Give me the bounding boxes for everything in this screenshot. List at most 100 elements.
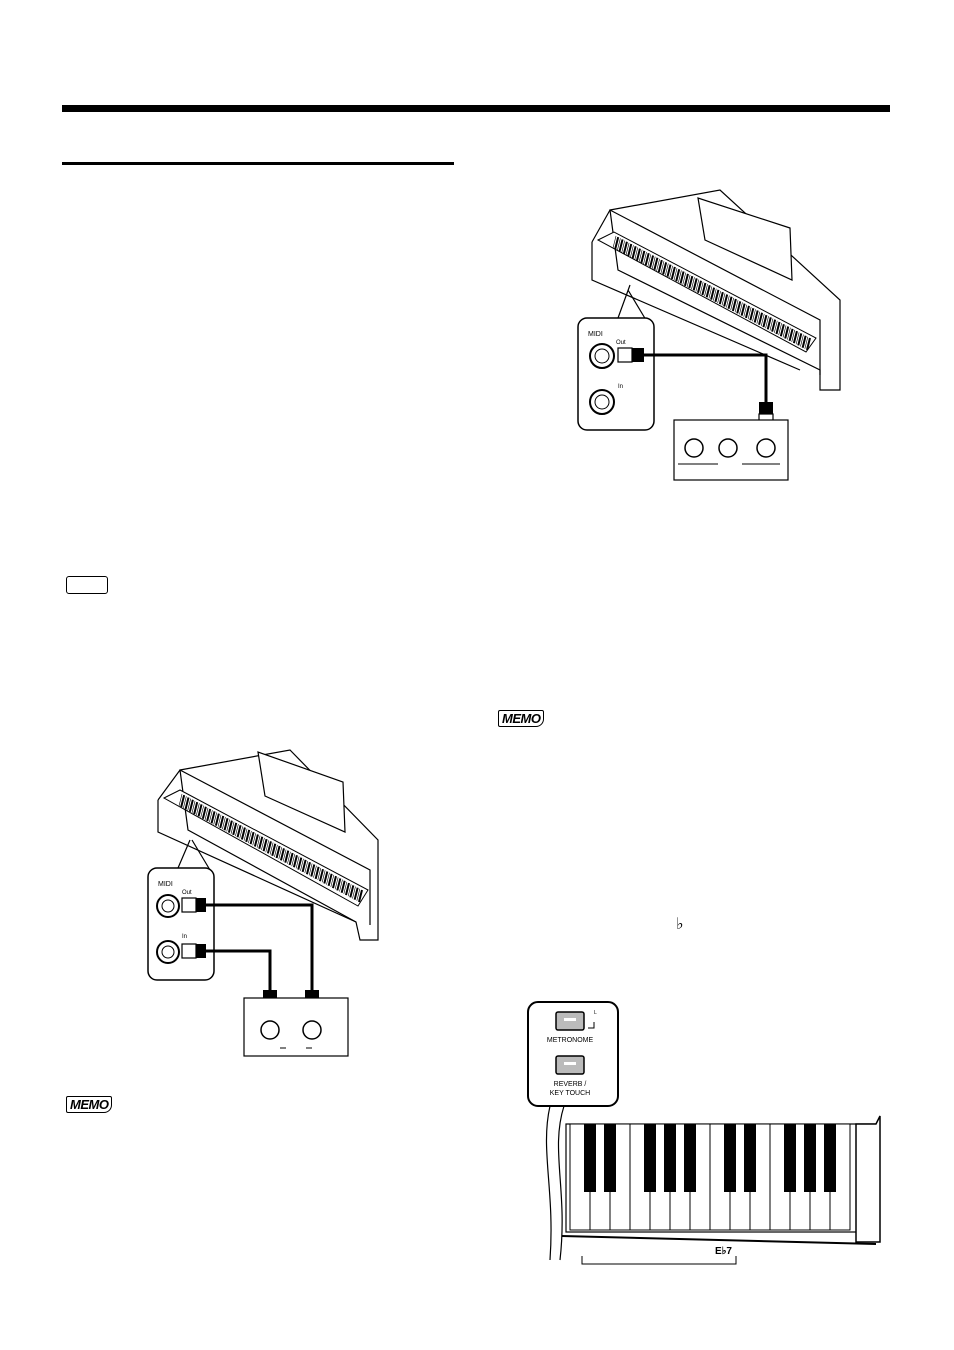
piano-key [800, 334, 804, 347]
piano-key [235, 823, 239, 837]
piano-key [701, 282, 707, 296]
piano-key [679, 271, 685, 284]
piano-key [321, 870, 326, 883]
piano-key [739, 302, 743, 315]
piano-key [204, 807, 209, 820]
piano-key [666, 264, 672, 277]
piano-key [630, 245, 634, 258]
piano-key [262, 838, 268, 852]
black-key [724, 1124, 736, 1192]
panel-label: MIDI [588, 331, 603, 338]
piano-key [740, 303, 746, 316]
piano-key [791, 329, 796, 343]
piano-key [258, 836, 264, 850]
piano-key [788, 328, 794, 342]
key-touch-label: KEY TOUCH [550, 1090, 590, 1097]
piano-key [697, 280, 702, 293]
piano-key [196, 803, 200, 816]
piano-key [749, 307, 755, 321]
piano-key [653, 257, 659, 271]
section-rule [62, 162, 454, 165]
piano-key [804, 336, 809, 349]
piano-key [292, 855, 298, 868]
piano-key [288, 852, 294, 866]
piano-key [656, 258, 660, 271]
piano-key [347, 884, 352, 897]
piano-key [736, 301, 742, 314]
piano-key [240, 827, 246, 840]
piano-key [766, 317, 772, 330]
piano-key [634, 247, 639, 260]
figure-midi-out-connection: MIDI Out In [577, 189, 841, 481]
piano-key [353, 887, 359, 900]
piano-key [313, 865, 317, 878]
piano-key [252, 833, 257, 846]
piano-key [188, 799, 194, 813]
piano-key [643, 251, 647, 265]
key-label: E♭7 [715, 1246, 732, 1257]
in-label: In [182, 934, 187, 940]
piano-key [726, 295, 730, 308]
piano-key [640, 250, 646, 264]
piano-key [266, 841, 272, 854]
piano-key [673, 268, 678, 281]
piano-key [327, 873, 333, 887]
piano-key [712, 288, 717, 301]
piano-key [787, 327, 791, 340]
piano-key [261, 837, 265, 851]
piano-key [723, 294, 729, 307]
header-rule [62, 105, 890, 112]
piano-key [278, 847, 283, 860]
piano-key [287, 851, 291, 864]
piano-key [305, 861, 311, 875]
piano-key [197, 804, 203, 817]
piano-key [743, 304, 748, 317]
piano-key [317, 867, 322, 881]
piano-key [717, 290, 721, 304]
indicator-label: L [594, 1010, 597, 1016]
black-key [824, 1124, 836, 1192]
piano-key [699, 281, 704, 294]
piano-key [682, 272, 687, 285]
black-key [744, 1124, 756, 1192]
piano-key [269, 842, 274, 855]
piano-key [323, 871, 329, 884]
piano-key [187, 798, 191, 811]
in-label: In [618, 384, 623, 390]
piano-key [356, 888, 361, 901]
piano-key [301, 859, 307, 873]
piano-key [345, 882, 350, 896]
piano-key [774, 320, 778, 333]
piano-key [201, 806, 207, 819]
piano-key [775, 321, 781, 335]
piano-key [704, 284, 708, 297]
piano-key [771, 319, 777, 332]
black-key [784, 1124, 796, 1192]
piano-key [792, 330, 798, 344]
piano-key [253, 834, 259, 847]
piano-key [183, 796, 187, 809]
piano-key [326, 872, 330, 885]
piano-key [358, 889, 363, 903]
piano-key [692, 278, 698, 291]
figure-midi-in-out-connection: MIDI Out In [147, 749, 379, 1057]
piano-key [206, 808, 212, 822]
piano-key [214, 813, 220, 826]
piano-key [762, 314, 768, 328]
piano-key [765, 316, 769, 329]
flat-symbol: ♭ [676, 914, 684, 933]
piano-key [180, 794, 186, 808]
piano-key [636, 248, 641, 261]
black-key [584, 1124, 596, 1192]
piano-key [314, 866, 320, 880]
panel-label: MIDI [158, 881, 173, 888]
piano-key [330, 874, 335, 888]
piano-key [612, 235, 617, 249]
piano-key [332, 875, 337, 889]
piano-key [336, 878, 342, 891]
piano-key [275, 845, 281, 859]
piano-key [334, 877, 339, 890]
piano-key [193, 801, 199, 815]
piano-key [239, 826, 244, 839]
black-key [804, 1124, 816, 1192]
